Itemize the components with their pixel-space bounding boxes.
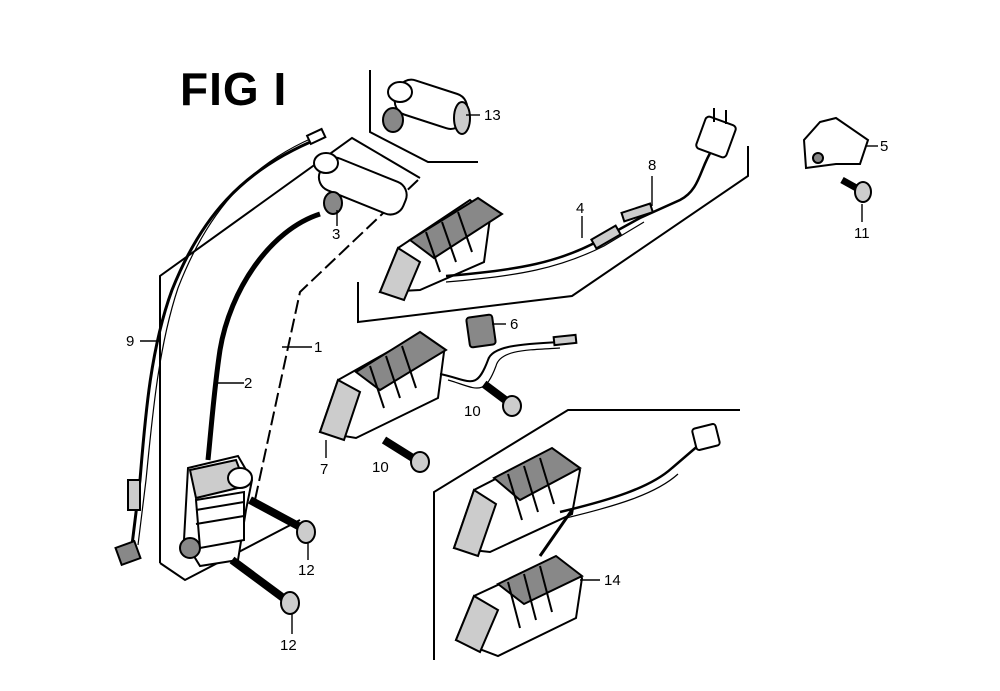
callout-12-lower: 12: [280, 637, 297, 654]
frame-top-cap: [369, 70, 478, 163]
callout-5: 5: [880, 138, 889, 155]
part-9-wire: [114, 127, 327, 567]
callout-7: 7: [320, 461, 329, 478]
callout-12-upper: 12: [298, 562, 315, 579]
part-12-bolt-lower: [229, 556, 300, 615]
callout-3: 3: [332, 226, 341, 243]
callout-6: 6: [510, 316, 519, 333]
callout-8: 8: [648, 157, 657, 174]
callout-14: 14: [604, 572, 621, 589]
frame-upper-left: [159, 136, 421, 582]
leader-lines: [140, 114, 878, 634]
part-12-bolt-upper: [248, 496, 316, 544]
frame-exciter-coil: [357, 146, 749, 324]
callout-11: 11: [854, 225, 870, 242]
part-13-cap: [382, 78, 471, 135]
part-7-coil: [318, 330, 578, 442]
part-6-clip: [465, 313, 497, 349]
part-1-ignition-coil: [179, 454, 254, 568]
part-10-bolt-upper: [481, 380, 522, 417]
callout-1: 1: [314, 339, 323, 356]
part-2-lead: [205, 211, 321, 461]
callout-13: 13: [484, 107, 501, 124]
part-11-bolt: [840, 176, 872, 203]
part-5-bracket: [802, 116, 870, 170]
part-3-cap: [313, 152, 408, 216]
part-10-bolt-lower: [381, 436, 430, 473]
exciter-coil-upper: [378, 108, 737, 302]
callout-10-lower: 10: [372, 459, 389, 476]
frame-charge-coil: [433, 409, 740, 660]
callout-4: 4: [576, 200, 585, 217]
callout-10-upper: 10: [464, 403, 481, 420]
figure-title: FIG I: [180, 63, 288, 115]
part-14-coil-lower: [454, 509, 584, 658]
callout-9: 9: [126, 333, 135, 350]
callout-2: 2: [244, 375, 253, 392]
part-14-coil-upper: [452, 423, 721, 558]
frame-ignition-coil: [254, 179, 419, 501]
